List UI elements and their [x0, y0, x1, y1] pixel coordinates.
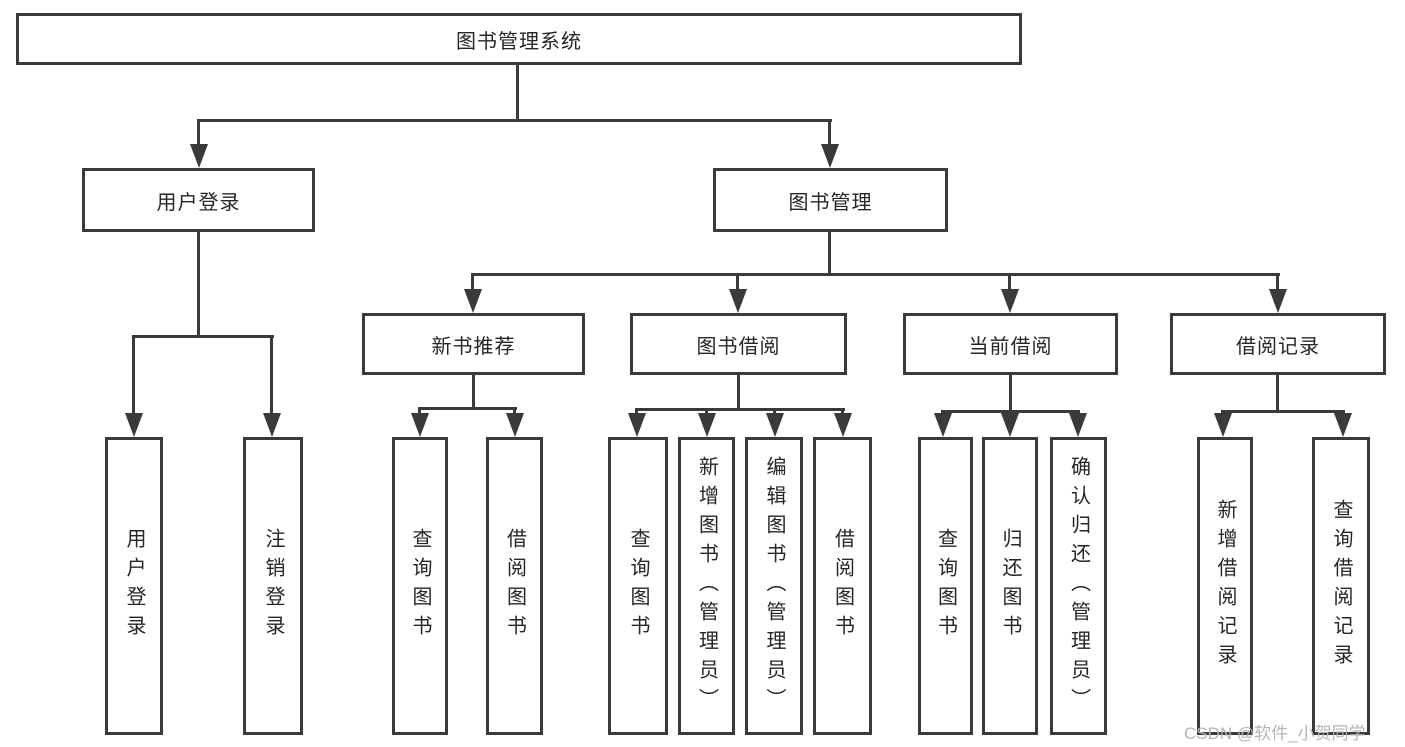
connector-level1-rail: [197, 119, 832, 122]
connector-stem: [132, 335, 135, 417]
connector-stem: [471, 273, 474, 295]
arrow-down: [1069, 413, 1087, 437]
arrow-down: [934, 413, 952, 437]
connector-stub: [1276, 375, 1279, 413]
arrow-down: [125, 413, 143, 437]
arrow-down: [1214, 413, 1232, 437]
connector-stem: [1276, 273, 1279, 295]
connector-stem: [197, 119, 200, 150]
arrow-down: [506, 413, 524, 437]
leaf-bb-query-book: 查询图书: [608, 437, 668, 735]
connector-stem: [513, 407, 516, 417]
connector-stem: [705, 408, 708, 417]
node-book-management: 图书管理: [713, 168, 948, 232]
arrow-down: [821, 144, 839, 168]
connector-stub: [1009, 375, 1012, 413]
arrow-down: [1001, 413, 1019, 437]
leaf-br-add-record: 新增借阅记录: [1197, 437, 1253, 735]
arrow-down: [1001, 289, 1019, 313]
leaf-bb-add-book-admin: 新增图书（管理员）: [678, 437, 735, 735]
arrow-down: [766, 413, 784, 437]
leaf-bb-edit-book-admin: 编辑图书（管理员）: [745, 437, 803, 735]
connector-rail: [1221, 410, 1345, 413]
connector-stem: [418, 407, 421, 417]
connector-rail: [132, 335, 274, 338]
arrow-down: [729, 289, 747, 313]
node-user-login: 用户登录: [82, 168, 315, 232]
connector-rail: [635, 408, 845, 411]
arrow-down: [698, 413, 716, 437]
connector-stem: [773, 408, 776, 417]
node-current-borrow: 当前借阅: [903, 313, 1118, 375]
connector-rail: [418, 407, 517, 410]
connector-stub: [197, 232, 200, 338]
arrow-down: [190, 144, 208, 168]
arrow-down: [464, 289, 482, 313]
leaf-rec-borrow-book: 借阅图书: [486, 437, 543, 735]
leaf-logout: 注销登录: [243, 437, 303, 735]
connector-level2-rail: [471, 273, 1280, 276]
arrow-down: [1334, 413, 1352, 437]
connector-stub: [737, 375, 740, 411]
arrow-down: [1269, 289, 1287, 313]
node-root: 图书管理系统: [16, 13, 1022, 65]
node-book-borrow: 图书借阅: [630, 313, 847, 375]
connector-stem: [828, 119, 831, 150]
connector-root-stub: [516, 65, 519, 121]
connector-stem: [841, 408, 844, 417]
connector-stub: [828, 232, 831, 276]
connector-stub: [472, 375, 475, 410]
csdn-watermark: CSDN @软件_小贺同学: [1184, 724, 1366, 743]
arrow-down: [411, 413, 429, 437]
connector-stem: [1008, 273, 1011, 295]
connector-stem: [736, 273, 739, 295]
leaf-cb-query-book: 查询图书: [918, 437, 973, 735]
leaf-bb-borrow-book: 借阅图书: [813, 437, 872, 735]
arrow-down: [628, 413, 646, 437]
leaf-br-query-record: 查询借阅记录: [1312, 437, 1370, 735]
node-new-book-recommend: 新书推荐: [362, 313, 585, 375]
arrow-down: [263, 413, 281, 437]
connector-stem: [270, 335, 273, 417]
leaf-cb-confirm-return-admin: 确认归还（管理员）: [1050, 437, 1107, 735]
arrow-down: [834, 413, 852, 437]
connector-stem: [635, 408, 638, 417]
leaf-cb-return-book: 归还图书: [982, 437, 1038, 735]
node-borrow-record: 借阅记录: [1170, 313, 1386, 375]
leaf-rec-query-book: 查询图书: [392, 437, 448, 735]
leaf-user-login: 用户登录: [105, 437, 163, 735]
